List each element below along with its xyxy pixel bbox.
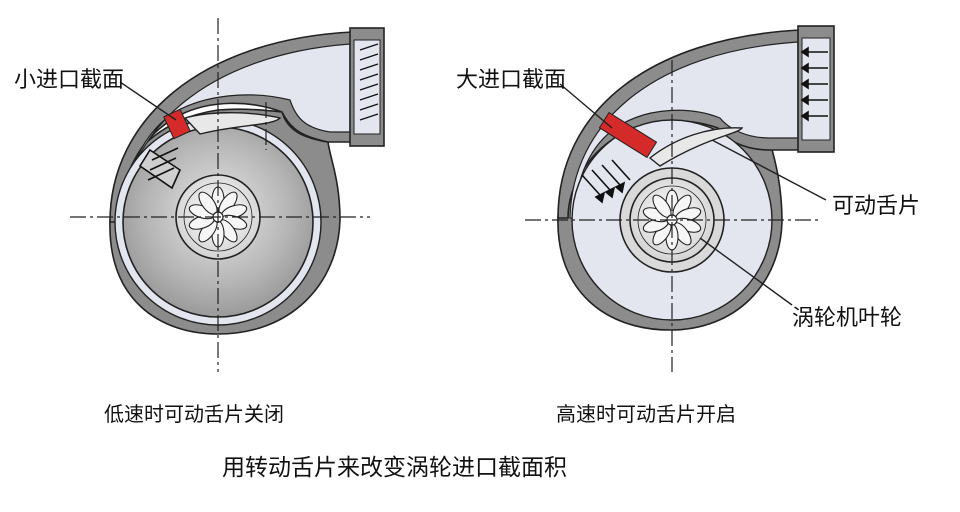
label-turbine-wheel: 涡轮机叶轮 bbox=[792, 306, 903, 331]
left-movable-vane bbox=[183, 112, 282, 135]
right-leader-large-inlet bbox=[559, 83, 613, 129]
left-leader-small-inlet bbox=[119, 81, 177, 121]
right-center-lines bbox=[525, 60, 820, 372]
left-gas-passage bbox=[121, 43, 351, 223]
right-turbine bbox=[525, 25, 835, 372]
figure-title: 用转动舌片来改变涡轮进口截面积 bbox=[222, 455, 567, 481]
left-turbine bbox=[70, 18, 385, 372]
right-large-inlet-section bbox=[598, 111, 658, 159]
right-leader-turbine-wheel bbox=[699, 237, 793, 306]
left-center-lines bbox=[70, 18, 370, 372]
label-small-inlet: 小进口截面 bbox=[14, 68, 125, 93]
left-inlet-arrows bbox=[359, 43, 379, 121]
label-large-inlet: 大进口截面 bbox=[456, 68, 567, 93]
left-nozzle-arrows bbox=[138, 147, 182, 190]
caption-low-speed: 低速时可动舌片关闭 bbox=[104, 402, 284, 426]
caption-high-speed: 高速时可动舌片开启 bbox=[556, 402, 736, 426]
right-leader-movable-vane bbox=[711, 139, 827, 201]
right-nozzle-arrows bbox=[581, 159, 631, 204]
right-gas-passage bbox=[569, 41, 799, 219]
right-movable-vane bbox=[648, 127, 744, 167]
right-inlet-arrows bbox=[800, 46, 828, 122]
label-movable-vane: 可动舌片 bbox=[832, 194, 921, 219]
